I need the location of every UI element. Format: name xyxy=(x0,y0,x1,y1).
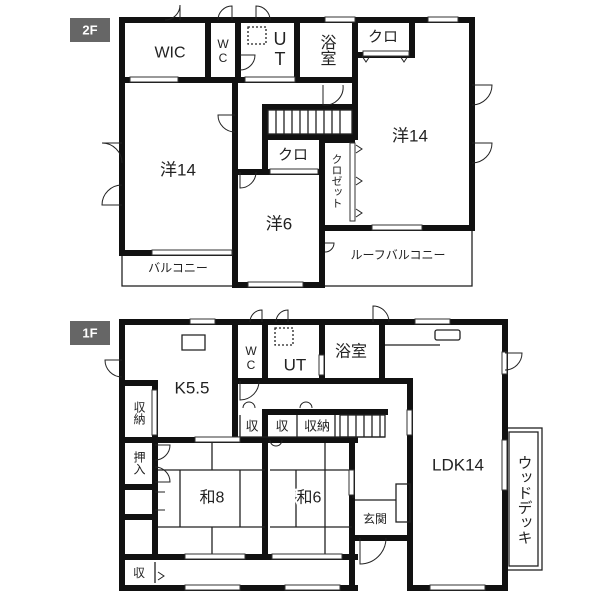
room-western-small: 洋6 xyxy=(266,215,292,234)
room-wc-1f: WC xyxy=(244,344,258,372)
room-kitchen: K5.5 xyxy=(175,379,210,398)
room-labels-1f: K5.5 WC UT 浴室 収納 収 収 収納 押入 和8 和6 玄関 LDK1… xyxy=(132,343,533,581)
room-western-right: 洋14 xyxy=(392,127,428,146)
room-ldk: LDK14 xyxy=(432,456,484,475)
tatami-lines xyxy=(158,443,355,555)
room-wc: WC xyxy=(216,37,230,65)
room-closet-top: クロ xyxy=(368,29,398,46)
windows-2f xyxy=(129,16,459,288)
floor-2: 2F xyxy=(70,4,493,288)
room-oshiire: 押入 xyxy=(132,451,146,475)
room-japanese-8: 和8 xyxy=(200,489,225,507)
floor-2-badge xyxy=(70,18,110,42)
room-storage-left: 収納 xyxy=(132,401,146,425)
floor-2-badge-label: 2F xyxy=(82,23,97,38)
floor-1-badge-label: 1F xyxy=(82,326,97,341)
room-wic: WIC xyxy=(154,45,185,62)
room-entrance: 玄関 xyxy=(363,511,387,526)
room-wood-deck: ウッドデッキ xyxy=(516,455,533,545)
room-balcony: バルコニー xyxy=(148,261,208,275)
room-bath-1f: 浴室 xyxy=(335,343,367,361)
stairs-1f xyxy=(339,414,386,438)
room-labels-2f: WIC WC UT 浴室 クロ 洋14 洋14 クロ クロゼット 洋6 バルコニ… xyxy=(148,29,445,276)
stairs-2f xyxy=(267,109,353,135)
room-closet-small: クロ xyxy=(278,147,308,164)
room-ut-1f: UT xyxy=(284,356,307,375)
floor-1: 1F xyxy=(70,305,543,591)
windows-1f xyxy=(151,318,508,591)
room-storage-a: 収 xyxy=(245,419,258,434)
room-storage-b: 収 xyxy=(275,419,288,434)
doors-1f xyxy=(104,305,523,581)
room-closet-long: クロゼット xyxy=(330,153,343,208)
room-japanese-6: 和6 xyxy=(297,489,322,507)
walls-2f xyxy=(119,17,475,288)
room-ut: UT xyxy=(270,29,290,69)
floor-1-badge xyxy=(70,321,110,345)
room-storage-bottom: 収 xyxy=(133,566,145,580)
storage-boxes-1f xyxy=(154,329,461,583)
doors-2f xyxy=(101,4,493,253)
room-storage-c: 収納 xyxy=(304,419,330,434)
room-bath: 浴室 xyxy=(318,34,337,66)
room-roof-balcony: ルーフバルコニー xyxy=(350,248,445,262)
room-western-left: 洋14 xyxy=(160,161,196,180)
